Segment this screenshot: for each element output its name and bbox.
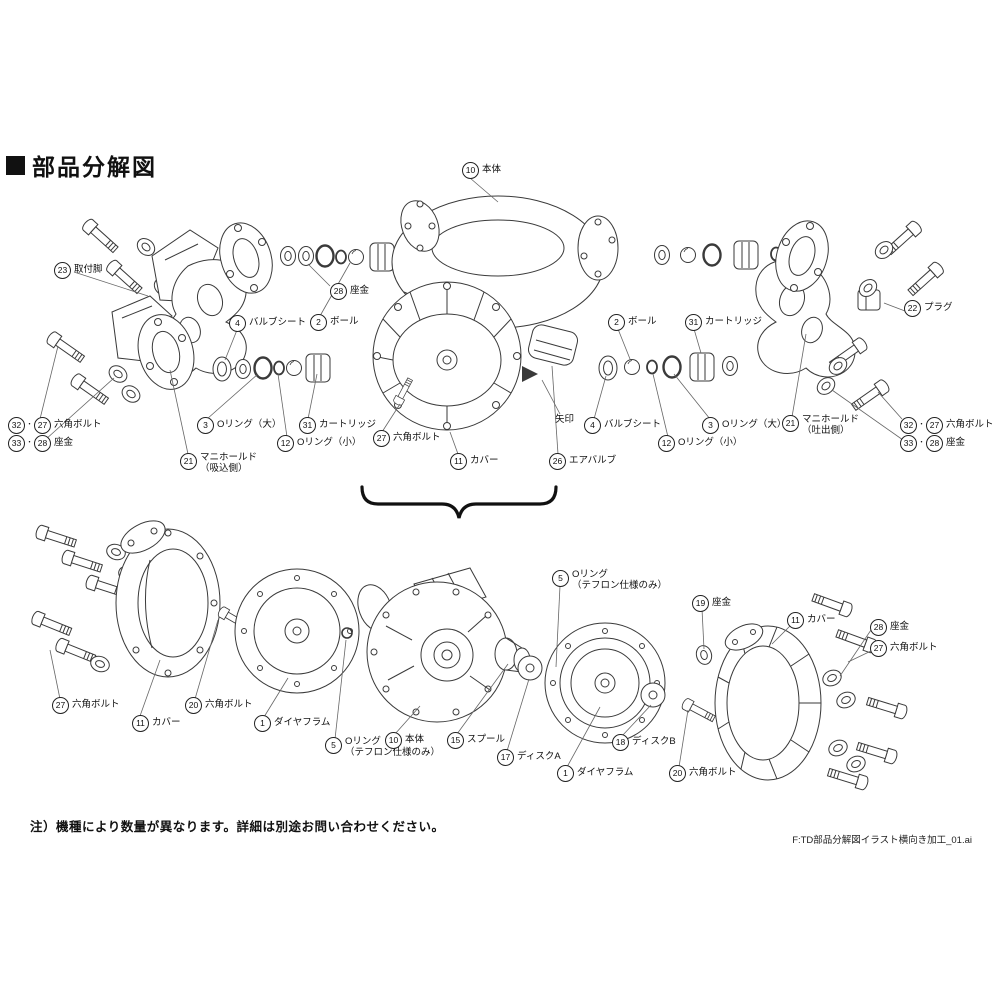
- page-title-text: 部品分解図: [32, 154, 157, 180]
- bottom-exploded-view: [29, 520, 909, 792]
- top-exploded-view: [44, 195, 946, 431]
- brace-icon: [360, 485, 558, 519]
- title-square-icon: [6, 155, 25, 175]
- footer-note: 注）機種により数量が異なります。詳細は別途お問い合わせください。: [30, 820, 445, 834]
- leader-lines: [39, 177, 906, 768]
- page-title: 部品分解図: [6, 148, 157, 182]
- file-credit: F:TD部品分解図イラスト横向き加工_01.ai: [792, 835, 972, 846]
